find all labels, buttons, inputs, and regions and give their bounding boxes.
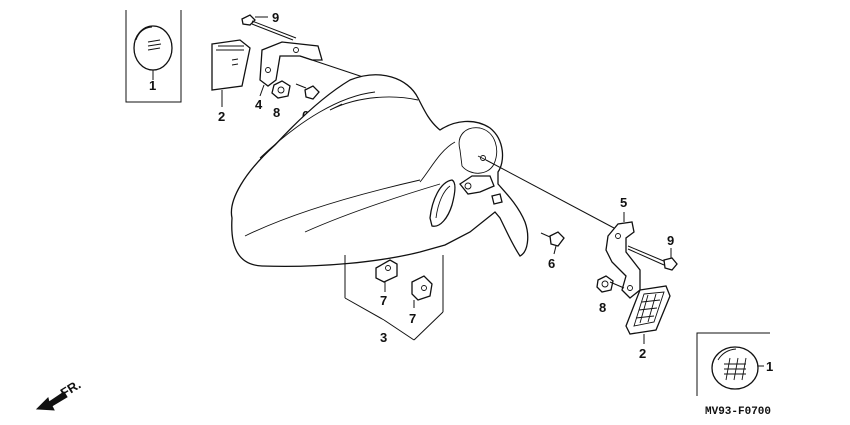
screw-part-6-mid bbox=[540, 231, 565, 247]
stay-bracket-part-4 bbox=[259, 41, 391, 87]
front-direction-arrow-icon bbox=[35, 391, 68, 411]
reflector-cap-part-1-top bbox=[133, 25, 173, 71]
callout-8-top: 8 bbox=[273, 105, 280, 120]
screw-part-6-top bbox=[295, 83, 320, 100]
nut-part-8-top bbox=[271, 80, 291, 99]
bolt-part-9-right bbox=[627, 245, 678, 271]
callout-9-right: 9 bbox=[667, 233, 674, 248]
callout-3-bracket bbox=[344, 255, 444, 341]
reflector-part-2-left bbox=[211, 39, 251, 91]
callout-7-left: 7 bbox=[380, 293, 387, 308]
nut-part-8-right bbox=[596, 275, 625, 293]
clip-nut-part-7-left bbox=[375, 259, 398, 283]
callout-6-mid: 6 bbox=[548, 256, 555, 271]
clip-nut-part-7-right bbox=[411, 275, 433, 301]
inset-box-bottom-right bbox=[696, 332, 770, 396]
callout-7-right: 7 bbox=[409, 311, 416, 326]
callout-5: 5 bbox=[620, 195, 627, 210]
callout-1-top: 1 bbox=[149, 78, 156, 93]
diagram-code: MV93-F0700 bbox=[705, 406, 771, 418]
callout-9-top: 9 bbox=[272, 10, 279, 25]
callout-2-right: 2 bbox=[639, 346, 646, 361]
callout-3: 3 bbox=[380, 330, 387, 345]
front-fender bbox=[230, 74, 529, 268]
reflector-cap-part-1-bottom bbox=[711, 346, 759, 390]
bolt-part-9-top bbox=[241, 14, 297, 41]
callout-1-bottom: 1 bbox=[766, 359, 773, 374]
callout-2-left: 2 bbox=[218, 109, 225, 124]
callout-8-right: 8 bbox=[599, 300, 606, 315]
stay-bracket-part-5 bbox=[605, 221, 641, 299]
inset-box-top-left bbox=[125, 10, 182, 103]
callout-4: 4 bbox=[255, 97, 263, 112]
reflector-part-2-right bbox=[625, 285, 671, 335]
